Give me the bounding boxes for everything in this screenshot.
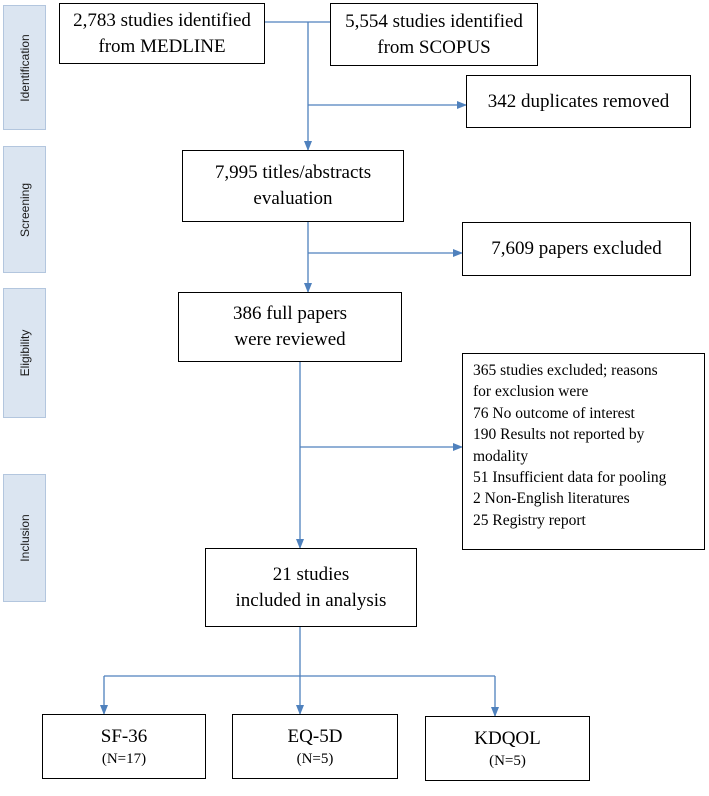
kdqol-box: KDQOL (N=5) xyxy=(425,716,590,781)
eq5d-box: EQ-5D (N=5) xyxy=(232,714,398,779)
papers-excluded-text: 7,609 papers excluded xyxy=(491,238,662,260)
exclusion-reasons-box: 365 studies excluded; reasons for exclus… xyxy=(462,353,705,550)
medline-box: 2,783 studies identified from MEDLINE xyxy=(59,3,265,64)
exclusion-reason-line: modality xyxy=(473,447,529,465)
full-papers-line1: 386 full papers xyxy=(233,303,347,325)
stage-inclusion-label: Inclusion xyxy=(17,514,32,562)
screening-box: 7,995 titles/abstracts evaluation xyxy=(182,150,404,222)
kdqol-name: KDQOL xyxy=(474,727,541,749)
medline-line2: from MEDLINE xyxy=(98,35,226,57)
exclusion-reason-line: for exclusion were xyxy=(473,383,589,401)
duplicates-text: 342 duplicates removed xyxy=(487,90,670,112)
sf36-count: (N=17) xyxy=(101,751,147,768)
exclusion-reason-line: 365 studies excluded; reasons xyxy=(473,362,658,379)
exclusion-reason-line: 76 No outcome of interest xyxy=(473,404,635,422)
kdqol-count: (N=5) xyxy=(489,753,526,770)
stage-eligibility: Eligibility xyxy=(3,288,46,418)
medline-line1: 2,783 studies identified xyxy=(73,9,251,31)
included-line1: 21 studies xyxy=(272,563,350,585)
full-papers-box: 386 full papers were reviewed xyxy=(178,292,402,362)
included-line2: included in analysis xyxy=(235,589,387,611)
exclusion-reason-line: 190 Results not reported by xyxy=(473,426,645,444)
screening-line1: 7,995 titles/abstracts xyxy=(214,162,372,184)
duplicates-box: 342 duplicates removed xyxy=(466,75,691,128)
screening-line2: evaluation xyxy=(253,188,333,209)
included-box: 21 studies included in analysis xyxy=(205,548,417,627)
stage-screening-label: Screening xyxy=(17,182,32,237)
scopus-line1: 5,554 studies identified xyxy=(345,10,523,32)
exclusion-reason-line: 51 Insufficient data for pooling xyxy=(473,468,667,486)
eq5d-name: EQ-5D xyxy=(287,725,343,747)
stage-eligibility-label: Eligibility xyxy=(17,329,32,377)
sf36-box: SF-36 (N=17) xyxy=(42,714,206,779)
exclusion-reason-line: 25 Registry report xyxy=(473,511,586,529)
sf36-name: SF-36 xyxy=(100,725,148,747)
eq5d-count: (N=5) xyxy=(296,751,334,768)
stage-screening: Screening xyxy=(3,146,46,273)
stage-inclusion: Inclusion xyxy=(3,474,46,602)
papers-excluded-box: 7,609 papers excluded xyxy=(462,222,691,276)
exclusion-reason-line: 2 Non-English literatures xyxy=(473,490,630,508)
stage-identification-label: Identification xyxy=(17,33,32,102)
stage-identification: Identification xyxy=(3,5,46,130)
full-papers-line2: were reviewed xyxy=(234,329,346,350)
scopus-line2: from SCOPUS xyxy=(377,36,491,58)
scopus-box: 5,554 studies identified from SCOPUS xyxy=(330,3,538,66)
